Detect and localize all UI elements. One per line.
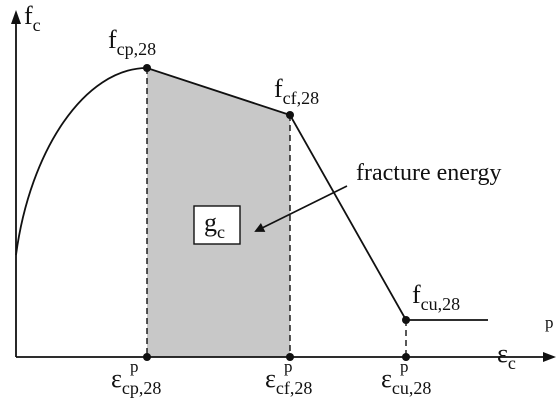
label-eps-cu28-base: ε (381, 364, 392, 393)
fracture-energy-label: fracture energy (356, 160, 501, 186)
label-eps-cu28: εcu,28 (381, 364, 431, 398)
label-f-cp28-base: f (108, 25, 117, 54)
x-axis-label-base: ε (497, 339, 508, 368)
label-eps-cu28-sup: p (400, 357, 409, 376)
label-eps-cp28-sub: cp,28 (122, 378, 162, 398)
y-axis-label-sub: c (33, 15, 41, 35)
gc-label-box (193, 205, 241, 245)
x-axis-label-sub: c (508, 353, 516, 373)
strain-point-cp (143, 353, 151, 361)
label-f-cf28: fcf,28 (274, 74, 319, 108)
label-f-cf28-sub: cf,28 (283, 88, 319, 108)
label-f-cp28-sub: cp,28 (117, 39, 157, 59)
x-axis-arrow-icon (543, 352, 556, 362)
y-axis-label: fc (24, 1, 41, 35)
strain-point-cu (402, 353, 410, 361)
point-cp (143, 64, 151, 72)
label-eps-cp28-sup: p (130, 357, 139, 376)
x-axis-label-main: εc (497, 339, 516, 373)
gc-label: gc (204, 208, 225, 242)
label-f-cu28-sub: cu,28 (421, 294, 461, 314)
strain-point-cf (286, 353, 294, 361)
label-f-cu28-base: f (412, 280, 421, 309)
point-cu (402, 316, 410, 324)
gc-label-base: g (204, 208, 217, 237)
gc-label-sub: c (217, 222, 225, 242)
label-eps-cu28-sub: cu,28 (392, 378, 432, 398)
label-f-cp28: fcp,28 (108, 25, 156, 59)
label-f-cf28-base: f (274, 74, 283, 103)
y-axis-arrow-icon (11, 10, 21, 24)
fracture-energy-arrow (254, 185, 348, 232)
label-f-cu28: fcu,28 (412, 280, 460, 314)
label-eps-cp28-base: ε (111, 364, 122, 393)
x-axis-label-sup: p (545, 313, 554, 332)
point-cf (286, 111, 294, 119)
y-axis-label-base: f (24, 1, 33, 30)
label-eps-cf28: εcf,28 (265, 364, 312, 398)
label-eps-cf28-base: ε (265, 364, 276, 393)
label-eps-cf28-sub: cf,28 (276, 378, 312, 398)
label-eps-cf28-sup: p (284, 357, 293, 376)
label-eps-cp28: εcp,28 (111, 364, 161, 398)
